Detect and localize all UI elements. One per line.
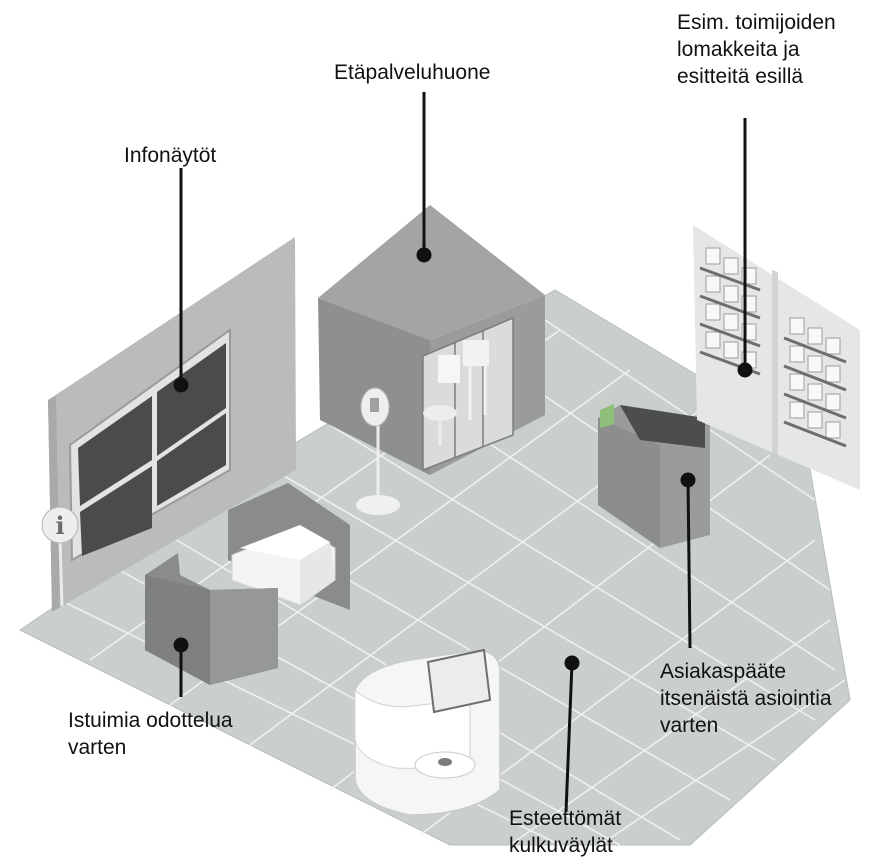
label-remote-service-room: Etäpalveluhuone [334, 61, 491, 84]
info-sign: i [41, 506, 79, 607]
waiting-seats [145, 553, 278, 685]
leader-lines [173, 92, 753, 813]
label-customer-terminal: Asiakaspääte itsenäistä asiointia varten [660, 660, 832, 737]
label-info-screens: Infonäytöt [124, 144, 217, 167]
customer-terminal [598, 404, 710, 548]
info-icon: i [55, 511, 64, 540]
label-accessible-walkways: Esteettömät kulkuväylät [509, 807, 622, 857]
rack-shelves [699, 266, 847, 448]
label-brochures: Esim. toimijoiden lomakkeita ja esitteit… [677, 11, 836, 88]
right-wall [693, 225, 860, 490]
remote-service-room [318, 205, 545, 475]
brochure-racks [705, 247, 841, 439]
standing-sign [356, 387, 400, 515]
sofa [228, 483, 350, 610]
label-waiting-seats: Istuimia odottelua varten [68, 709, 233, 759]
reception-desk [354, 648, 501, 816]
